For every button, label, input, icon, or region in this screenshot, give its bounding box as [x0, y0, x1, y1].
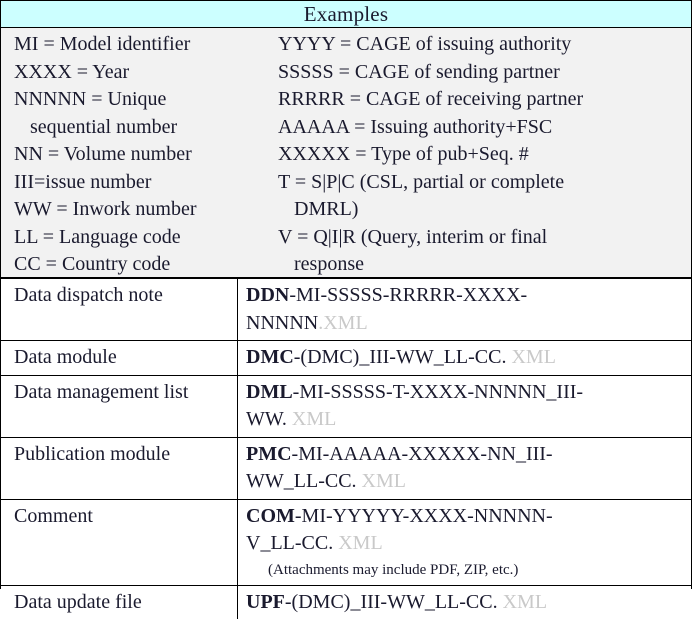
code-prefix: DMC: [246, 346, 294, 368]
code-extension: .XML: [318, 312, 367, 334]
code-body: WW_LL-CC.: [246, 470, 357, 492]
code-line: NNNNN.XML: [246, 310, 687, 338]
legend-line: MI = Model identifier: [14, 31, 273, 59]
code-prefix: COM: [246, 505, 295, 527]
code-line: PMC-MI-AAAAA-XXXXX-NN_III-: [246, 441, 687, 469]
row-code-cell: COM-MI-YYYYY-XXXX-NNNNN-V_LL-CC. XML(Att…: [238, 500, 691, 585]
legend-line: III=issue number: [14, 169, 273, 197]
legend-line: XXXX = Year: [14, 59, 273, 87]
code-extension: XML: [287, 408, 336, 430]
row-code-cell: DDN-MI-SSSSS-RRRRR-XXXX-NNNNN.XML: [238, 279, 691, 340]
code-prefix: DML: [246, 381, 293, 403]
row-label-cell: Data dispatch note: [1, 279, 238, 340]
code-extension: XML: [333, 532, 382, 554]
legend-line: SSSSS = CAGE of sending partner: [278, 59, 691, 87]
code-body: -MI-YYYYY-XXXX-NNNNN-: [295, 505, 553, 527]
legend-line: V = Q|I|R (Query, interim or final: [278, 224, 691, 252]
legend-line: WW = Inwork number: [14, 196, 273, 224]
row-label-cell: Publication module: [1, 438, 238, 499]
code-body: -MI-AAAAA-XXXXX-NN_III-: [292, 443, 553, 465]
legend-line: XXXXX = Type of pub+Seq. #: [278, 141, 691, 169]
code-line: V_LL-CC. XML: [246, 530, 687, 558]
row-label-cell: Data module: [1, 341, 238, 375]
code-line: WW_LL-CC. XML: [246, 468, 687, 496]
legend-line: NNNNN = Unique: [14, 86, 273, 114]
table-body: Data dispatch note DDN-MI-SSSSS-RRRRR-XXX…: [1, 279, 691, 619]
legend-line: sequential number: [14, 114, 273, 142]
legend-line: LL = Language code: [14, 224, 273, 252]
code-body: -MI-SSSSS-T-XXXX-NNNNN_III-: [293, 381, 583, 403]
table-row: Data module DMC-(DMC)_III-WW_LL-CC. XML: [1, 341, 691, 376]
code-extension: XML: [498, 591, 547, 613]
code-line: DDN-MI-SSSSS-RRRRR-XXXX-: [246, 282, 687, 310]
legend-line: YYYY = CAGE of issuing authority: [278, 31, 691, 59]
code-prefix: DDN: [246, 284, 289, 306]
row-code-cell: DML-MI-SSSSS-T-XXXX-NNNNN_III-WW. XML: [238, 376, 691, 437]
row-code-cell: DMC-(DMC)_III-WW_LL-CC. XML: [238, 341, 691, 375]
code-extension: XML: [506, 346, 555, 368]
legend-line: DMRL): [278, 196, 691, 224]
table-row: Data dispatch note DDN-MI-SSSSS-RRRRR-XXX…: [1, 279, 691, 341]
page-title: Examples: [304, 2, 388, 26]
row-code-cell: PMC-MI-AAAAA-XXXXX-NN_III-WW_LL-CC. XML: [238, 438, 691, 499]
legend-line: CC = Country code: [14, 251, 273, 279]
legend-line: AAAAA = Issuing authority+FSC: [278, 114, 691, 142]
table-row: Data management list DML-MI-SSSSS-T-XXXX-…: [1, 376, 691, 438]
code-body: -MI-SSSSS-RRRRR-XXXX-: [289, 284, 527, 306]
code-body: -(DMC)_III-WW_LL-CC.: [294, 346, 507, 368]
code-body: WW.: [246, 408, 287, 430]
code-extension: XML: [357, 470, 406, 492]
code-line: DML-MI-SSSSS-T-XXXX-NNNNN_III-: [246, 379, 687, 407]
legend-line: RRRRR = CAGE of receiving partner: [278, 86, 691, 114]
code-note: (Attachments may include PDF, ZIP, etc.): [246, 558, 687, 582]
code-line: COM-MI-YYYYY-XXXX-NNNNN-: [246, 503, 687, 531]
row-label-cell: Data management list: [1, 376, 238, 437]
code-prefix: PMC: [246, 443, 292, 465]
code-body: -(DMC)_III-WW_LL-CC.: [285, 591, 498, 613]
code-line: DMC-(DMC)_III-WW_LL-CC. XML: [246, 344, 687, 372]
table-header-row: Examples: [1, 1, 691, 28]
legend-line: NN = Volume number: [14, 141, 273, 169]
code-line: UPF-(DMC)_III-WW_LL-CC. XML: [246, 589, 687, 617]
table-row: Publication module PMC-MI-AAAAA-XXXXX-NN_…: [1, 438, 691, 500]
code-body: NNNNN: [246, 312, 318, 334]
legend-line: T = S|P|C (CSL, partial or complete: [278, 169, 691, 197]
code-prefix: UPF: [246, 591, 285, 613]
code-line: WW. XML: [246, 406, 687, 434]
row-label-cell: Comment: [1, 500, 238, 585]
legend-line: response: [278, 251, 691, 279]
code-body: V_LL-CC.: [246, 532, 333, 554]
